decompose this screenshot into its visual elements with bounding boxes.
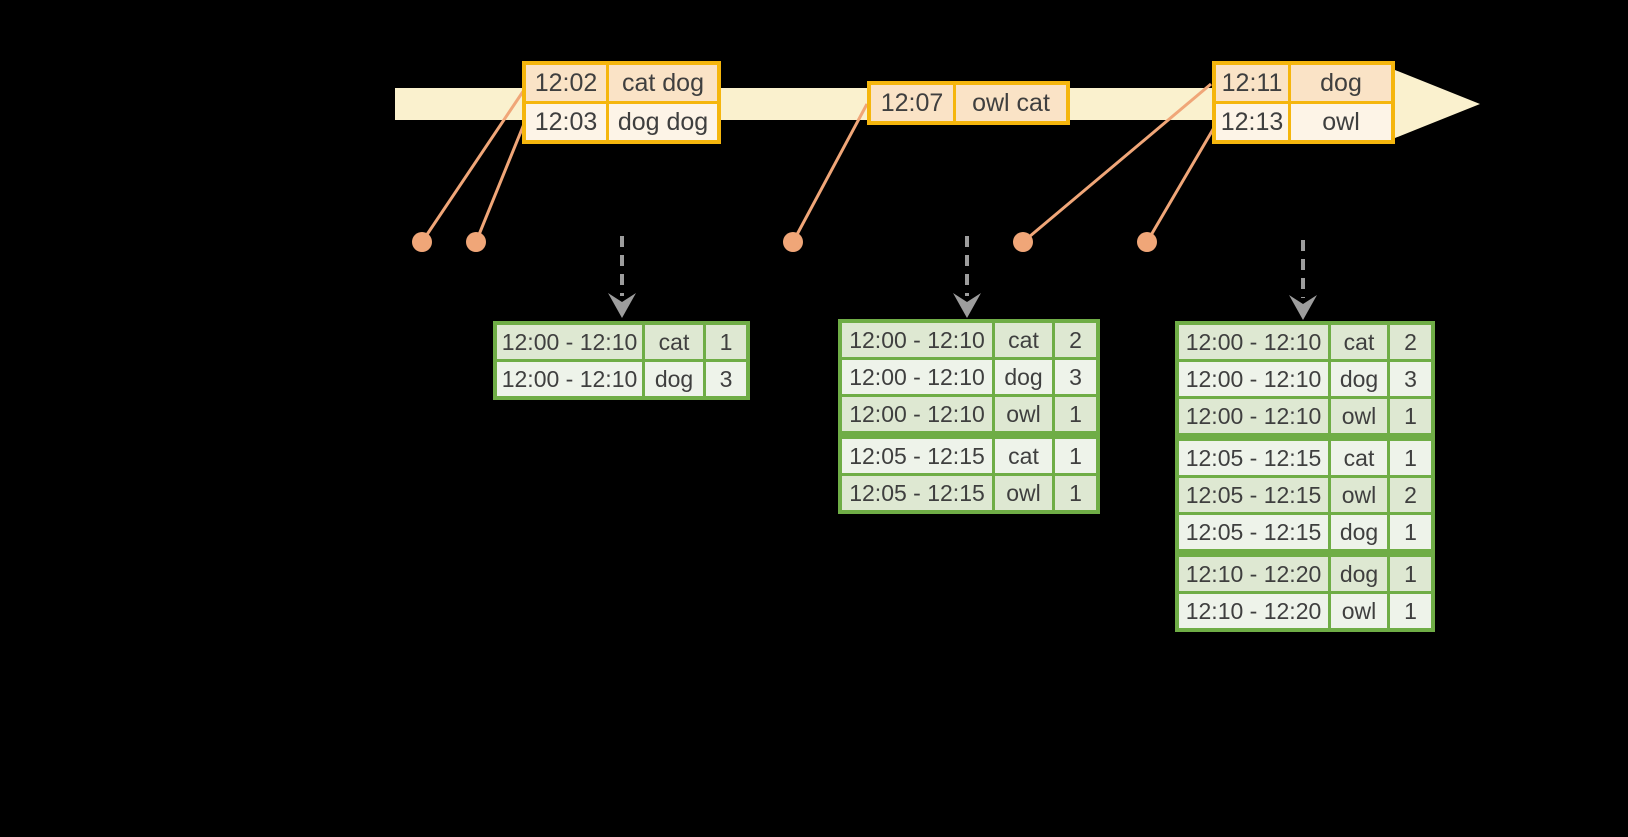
table-cell: cat dog [609,65,717,101]
table-cell: 12:05 - 12:15 [842,439,992,473]
table-cell: 1 [1055,397,1096,431]
connector-line [1145,125,1217,243]
table-cell: 3 [1055,360,1096,394]
table-cell: 12:05 - 12:15 [1179,515,1328,549]
table-cell: 1 [1390,594,1431,628]
table-cell: 12:00 - 12:10 [842,323,992,357]
table-cell: dog [645,362,703,396]
table-cell: 12:00 - 12:10 [497,362,642,396]
table-cell: 1 [1390,557,1431,591]
table-cell: 12:00 - 12:10 [842,397,992,431]
table-cell: 1 [706,325,746,359]
table-cell: 12:11 [1216,65,1288,101]
event-dot-icon [783,232,803,252]
table-cell: 12:02 [526,65,606,101]
table-cell: 2 [1390,478,1431,512]
table-cell: 12:00 - 12:10 [1179,362,1328,396]
table-cell: owl [1331,594,1387,628]
table-cell: 12:00 - 12:10 [842,360,992,394]
table-cell: 12:10 - 12:20 [1179,557,1328,591]
table-cell: 12:10 - 12:20 [1179,594,1328,628]
table-cell: 1 [1390,515,1431,549]
table-cell: dog [1331,515,1387,549]
trigger-arrows [608,236,1317,320]
connector-line [474,123,526,243]
table-cell: cat [995,439,1052,473]
table-cell: 3 [1390,362,1431,396]
table-cell: 12:13 [1216,104,1288,140]
table-cell: 1 [1390,399,1431,433]
table-cell: 12:05 - 12:15 [1179,441,1328,475]
connector-line [1022,82,1212,244]
table-cell: dog [1291,65,1391,101]
table-cell: 3 [706,362,746,396]
arrow-down-icon [608,293,636,318]
arrow-down-icon [953,293,981,318]
timeline-arrowhead-icon [1395,70,1480,138]
table-cell: owl [995,397,1052,431]
table-cell: 1 [1055,476,1096,510]
table-cell: cat [995,323,1052,357]
event-dot-icon [1137,232,1157,252]
table-cell: cat [1331,325,1387,359]
table-cell: cat [645,325,703,359]
connector-lines [420,82,1217,244]
table-cell: owl cat [956,85,1066,121]
table-cell: owl [995,476,1052,510]
table-cell: 1 [1055,439,1096,473]
table-cell: dog [1331,362,1387,396]
event-dots [412,232,1157,252]
event-dot-icon [466,232,486,252]
connector-line [420,89,526,243]
table-cell: owl [1331,478,1387,512]
table-cell: 2 [1390,325,1431,359]
table-cell: 12:00 - 12:10 [1179,325,1328,359]
connector-line [791,103,869,243]
table-cell: 12:07 [871,85,953,121]
table-cell: 12:00 - 12:10 [497,325,642,359]
table-cell: owl [1331,399,1387,433]
table-cell: owl [1291,104,1391,140]
table-cell: 2 [1055,323,1096,357]
table-cell: dog [1331,557,1387,591]
table-cell: dog [995,360,1052,394]
table-cell: 12:05 - 12:15 [1179,478,1328,512]
table-cell: dog dog [609,104,717,140]
arrow-down-icon [1289,295,1317,320]
table-cell: 12:00 - 12:10 [1179,399,1328,433]
table-cell: 1 [1390,441,1431,475]
table-cell: 12:05 - 12:15 [842,476,992,510]
table-cell: cat [1331,441,1387,475]
table-cell: 12:03 [526,104,606,140]
event-dot-icon [412,232,432,252]
event-dot-icon [1013,232,1033,252]
